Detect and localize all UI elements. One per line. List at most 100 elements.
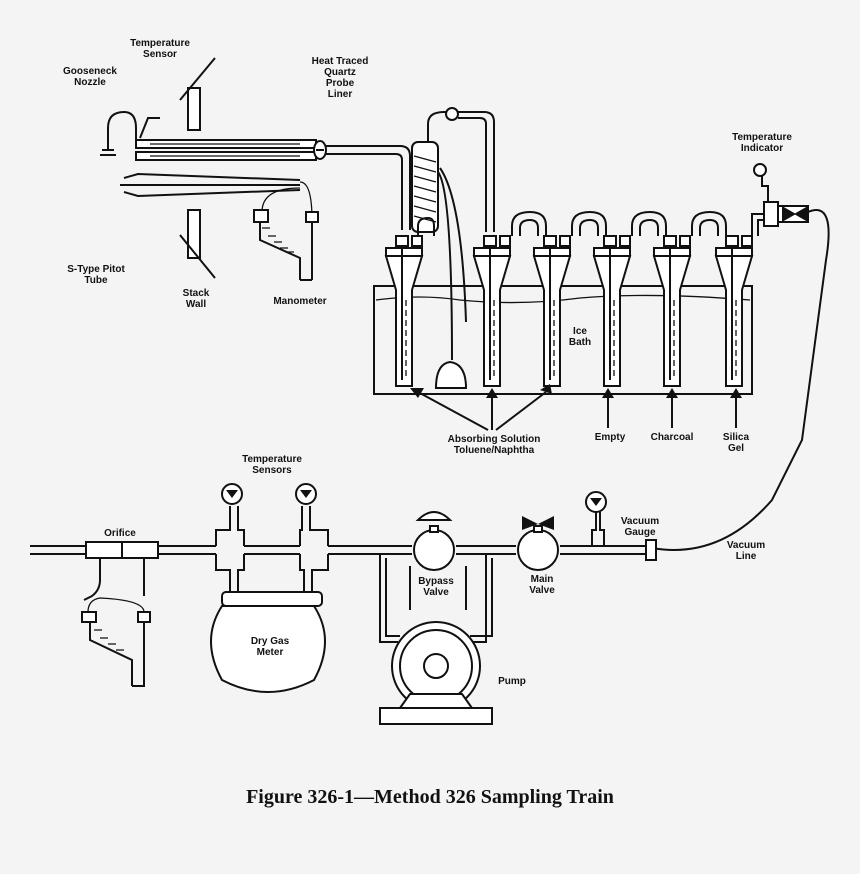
label-line: Orifice <box>104 528 136 539</box>
impingers <box>384 235 754 387</box>
impinger-4 <box>592 235 632 387</box>
figure-caption: Figure 326-1—Method 326 Sampling Train <box>246 786 614 808</box>
label-charcoal: Charcoal <box>651 432 694 443</box>
impinger-part <box>395 235 409 247</box>
gooseneck-nozzle <box>100 110 137 156</box>
label-line: Quartz <box>324 67 356 78</box>
impinger-part <box>483 235 497 247</box>
impinger-part <box>532 255 572 387</box>
impinger-part <box>652 255 692 387</box>
label-line: Manometer <box>273 296 326 307</box>
label-line: Gooseneck <box>63 66 117 77</box>
label-line: Absorbing Solution <box>448 434 541 445</box>
manometer-top <box>253 209 319 281</box>
label-line: Charcoal <box>651 432 694 443</box>
label-line: Toluene/Naphtha <box>454 445 535 456</box>
label-line: Gel <box>728 443 744 454</box>
label-line: Sensors <box>252 465 292 476</box>
label-line: Main <box>531 574 554 585</box>
impinger-part <box>603 235 617 247</box>
label-line: S-Type Pitot <box>67 264 125 275</box>
impinger-part <box>714 255 754 387</box>
label-line: Line <box>736 551 757 562</box>
label-line: Tube <box>84 275 108 286</box>
pump <box>379 621 493 725</box>
label-line: Temperature <box>130 38 190 49</box>
impinger-part <box>499 235 511 247</box>
impinger-3 <box>532 235 572 387</box>
impinger-part <box>385 247 423 257</box>
label-line: Bath <box>569 337 591 348</box>
impinger-part <box>663 235 677 247</box>
label-line: Valve <box>423 587 449 598</box>
impinger-part <box>411 235 423 247</box>
impinger-part <box>559 235 571 247</box>
impinger-part <box>715 247 753 257</box>
impinger-1 <box>384 235 424 387</box>
impinger-part <box>741 235 753 247</box>
label-line: Sensor <box>143 49 177 60</box>
label-line: Vacuum <box>621 516 659 527</box>
impinger-part <box>533 247 571 257</box>
label-line: Vacuum <box>727 540 765 551</box>
impinger-part <box>593 247 631 257</box>
label-line: Bypass <box>418 576 454 587</box>
label-line: Dry Gas <box>251 636 290 647</box>
label-line: Pump <box>498 676 526 687</box>
pitot-tube <box>120 172 313 221</box>
main-valve <box>517 516 559 571</box>
label-line: Nozzle <box>74 77 106 88</box>
label-line: Heat Traced <box>312 56 369 67</box>
impinger-part <box>592 255 632 387</box>
impinger-connectors <box>417 210 727 236</box>
pump-loop <box>379 554 493 643</box>
label-line: Stack <box>183 288 210 299</box>
ice-bath <box>373 285 753 395</box>
impinger-part <box>543 235 557 247</box>
label-line: Probe <box>326 78 355 89</box>
label-line: Temperature <box>242 454 302 465</box>
condenser-coil <box>411 107 495 361</box>
impinger-part <box>653 247 691 257</box>
probe-liner <box>135 139 411 230</box>
label-manometer: Manometer <box>273 296 326 307</box>
stack-wall <box>179 57 216 279</box>
temperature-sensor-probe <box>139 117 160 139</box>
impinger-part <box>384 255 424 387</box>
label-line: Liner <box>328 89 353 100</box>
label-line: Ice <box>573 326 587 337</box>
thermocouple-sack <box>434 360 468 389</box>
label-line: Silica <box>723 432 750 443</box>
label-line: Empty <box>595 432 626 443</box>
label-empty: Empty <box>595 432 626 443</box>
outlet-fitting <box>651 163 830 551</box>
label-line: Wall <box>186 299 206 310</box>
label-line: Valve <box>529 585 555 596</box>
label-line: Temperature <box>732 132 792 143</box>
impinger-part <box>725 235 739 247</box>
sample-line <box>30 539 657 561</box>
orifice-manometer <box>81 558 151 687</box>
label-line: Indicator <box>741 143 783 154</box>
impinger-part <box>472 255 512 387</box>
bypass-valve <box>413 511 455 571</box>
dry-gas-meter <box>210 483 329 693</box>
impinger-2 <box>472 235 512 387</box>
impinger-part <box>619 235 631 247</box>
impinger-part <box>679 235 691 247</box>
